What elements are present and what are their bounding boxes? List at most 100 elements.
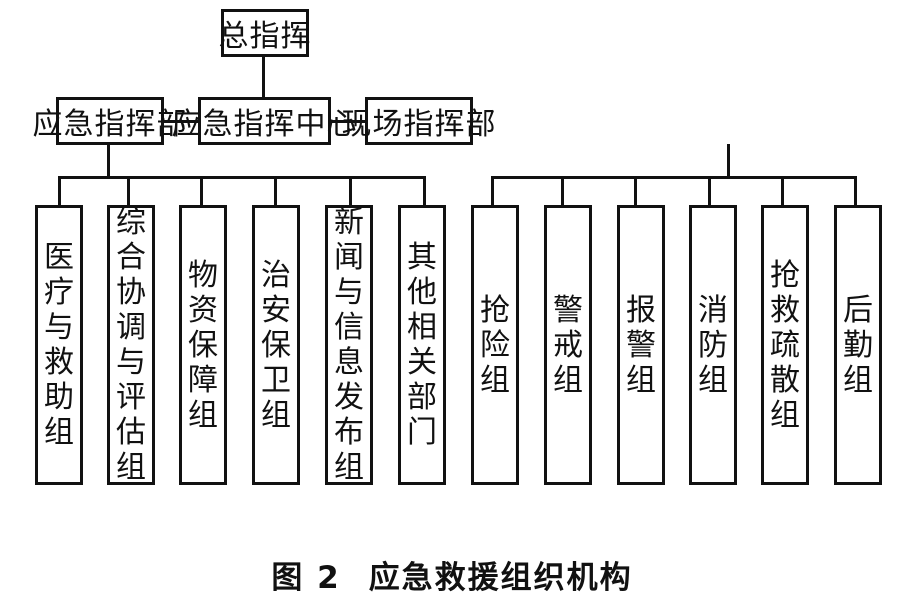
label-char: 调 xyxy=(116,310,146,345)
right-group-box: 抢救疏散组 xyxy=(761,205,809,485)
left-bus xyxy=(58,176,425,179)
label-char: 安 xyxy=(261,292,291,328)
label-char: 警 xyxy=(553,292,583,328)
left-group-box: 治安保卫组 xyxy=(252,205,300,485)
label-char: 发 xyxy=(334,380,364,415)
left-group-label: 治安保卫组 xyxy=(261,258,291,433)
left-drop-4 xyxy=(274,176,277,206)
right-drop-1 xyxy=(491,176,494,206)
right-drop-4 xyxy=(708,176,711,206)
label-char: 保 xyxy=(188,327,218,363)
left-group-label: 综合协调与评估组 xyxy=(116,205,146,485)
left-group-box: 其他相关部门 xyxy=(398,205,446,485)
label-char: 与 xyxy=(334,275,364,310)
label-char: 救 xyxy=(44,345,74,380)
right-drop-5 xyxy=(781,176,784,206)
label-char: 综 xyxy=(116,205,146,240)
label-char: 资 xyxy=(188,292,218,328)
right-drop-2 xyxy=(561,176,564,206)
label-char: 警 xyxy=(626,327,656,363)
label-char: 合 xyxy=(116,240,146,275)
label-char: 协 xyxy=(116,275,146,310)
connector-left-drop xyxy=(107,144,110,177)
right-group-label: 警戒组 xyxy=(553,293,583,398)
label-char: 组 xyxy=(553,362,583,398)
label-char: 救 xyxy=(770,292,800,328)
label-char: 组 xyxy=(188,397,218,433)
right-group-box: 消防组 xyxy=(689,205,737,485)
label-char: 与 xyxy=(116,345,146,380)
label-char: 评 xyxy=(116,380,146,415)
label-char: 其 xyxy=(407,240,437,275)
left-drop-2 xyxy=(127,176,130,206)
left-drop-3 xyxy=(200,176,203,206)
label-char: 与 xyxy=(44,310,74,345)
right-group-label: 抢救疏散组 xyxy=(770,258,800,433)
label-char: 门 xyxy=(407,415,437,450)
label-char: 新 xyxy=(334,205,364,240)
label-char: 消 xyxy=(698,292,728,328)
right-group-label: 消防组 xyxy=(698,293,728,398)
label-char: 散 xyxy=(770,362,800,398)
right-group-box: 后勤组 xyxy=(834,205,882,485)
label-char: 治 xyxy=(261,257,291,293)
label-char: 险 xyxy=(480,327,510,363)
left-group-box: 新闻与信息发布组 xyxy=(325,205,373,485)
left-group-box: 医疗与救助组 xyxy=(35,205,83,485)
label-char: 抢 xyxy=(770,257,800,293)
label-char: 疗 xyxy=(44,275,74,310)
right-drop-6 xyxy=(854,176,857,206)
label-char: 信 xyxy=(334,310,364,345)
left-drop-6 xyxy=(423,176,426,206)
label-char: 部 xyxy=(407,380,437,415)
label-char: 相 xyxy=(407,310,437,345)
label-char: 勤 xyxy=(843,327,873,363)
label-char: 物 xyxy=(188,257,218,293)
onsite-command-dept-box: 现场指挥部 xyxy=(342,97,496,145)
label-char: 障 xyxy=(188,362,218,398)
label-char: 他 xyxy=(407,275,437,310)
figure-number: 图 2 xyxy=(271,560,341,596)
connector-left-to-center xyxy=(163,120,199,123)
left-drop-5 xyxy=(349,176,352,206)
label-char: 组 xyxy=(626,362,656,398)
connector-root-to-center xyxy=(262,56,265,99)
emergency-command-dept-label: 应急指挥部 xyxy=(32,107,188,142)
label-char: 组 xyxy=(698,362,728,398)
label-char: 报 xyxy=(626,292,656,328)
label-char: 防 xyxy=(698,327,728,363)
label-char: 组 xyxy=(480,362,510,398)
label-char: 组 xyxy=(843,362,873,398)
right-drop-3 xyxy=(634,176,637,206)
right-group-label: 后勤组 xyxy=(843,293,873,398)
right-group-box: 抢险组 xyxy=(471,205,519,485)
label-char: 组 xyxy=(116,450,146,485)
label-char: 组 xyxy=(261,397,291,433)
label-char: 后 xyxy=(843,292,873,328)
emergency-command-dept-box: 应急指挥部 xyxy=(33,97,187,145)
label-char: 助 xyxy=(44,380,74,415)
left-group-box: 综合协调与评估组 xyxy=(107,205,155,485)
right-bus xyxy=(491,176,857,179)
label-char: 组 xyxy=(44,415,74,450)
emergency-command-center-label: 应急指挥中心 xyxy=(171,107,358,142)
left-group-label: 新闻与信息发布组 xyxy=(334,205,364,485)
label-char: 保 xyxy=(261,327,291,363)
onsite-command-dept-label: 现场指挥部 xyxy=(341,107,497,142)
label-char: 组 xyxy=(334,450,364,485)
label-char: 布 xyxy=(334,415,364,450)
label-char: 医 xyxy=(44,240,74,275)
label-char: 估 xyxy=(116,415,146,450)
label-char: 疏 xyxy=(770,327,800,363)
left-group-label: 其他相关部门 xyxy=(407,240,437,450)
right-group-label: 报警组 xyxy=(626,293,656,398)
label-char: 息 xyxy=(334,345,364,380)
emergency-command-center-box: 应急指挥中心 xyxy=(172,97,357,145)
right-group-label: 抢险组 xyxy=(480,293,510,398)
left-group-label: 物资保障组 xyxy=(188,258,218,433)
general-command-box: 总指挥 xyxy=(219,9,311,57)
left-group-box: 物资保障组 xyxy=(179,205,227,485)
label-char: 闻 xyxy=(334,240,364,275)
left-drop-1 xyxy=(58,176,61,206)
